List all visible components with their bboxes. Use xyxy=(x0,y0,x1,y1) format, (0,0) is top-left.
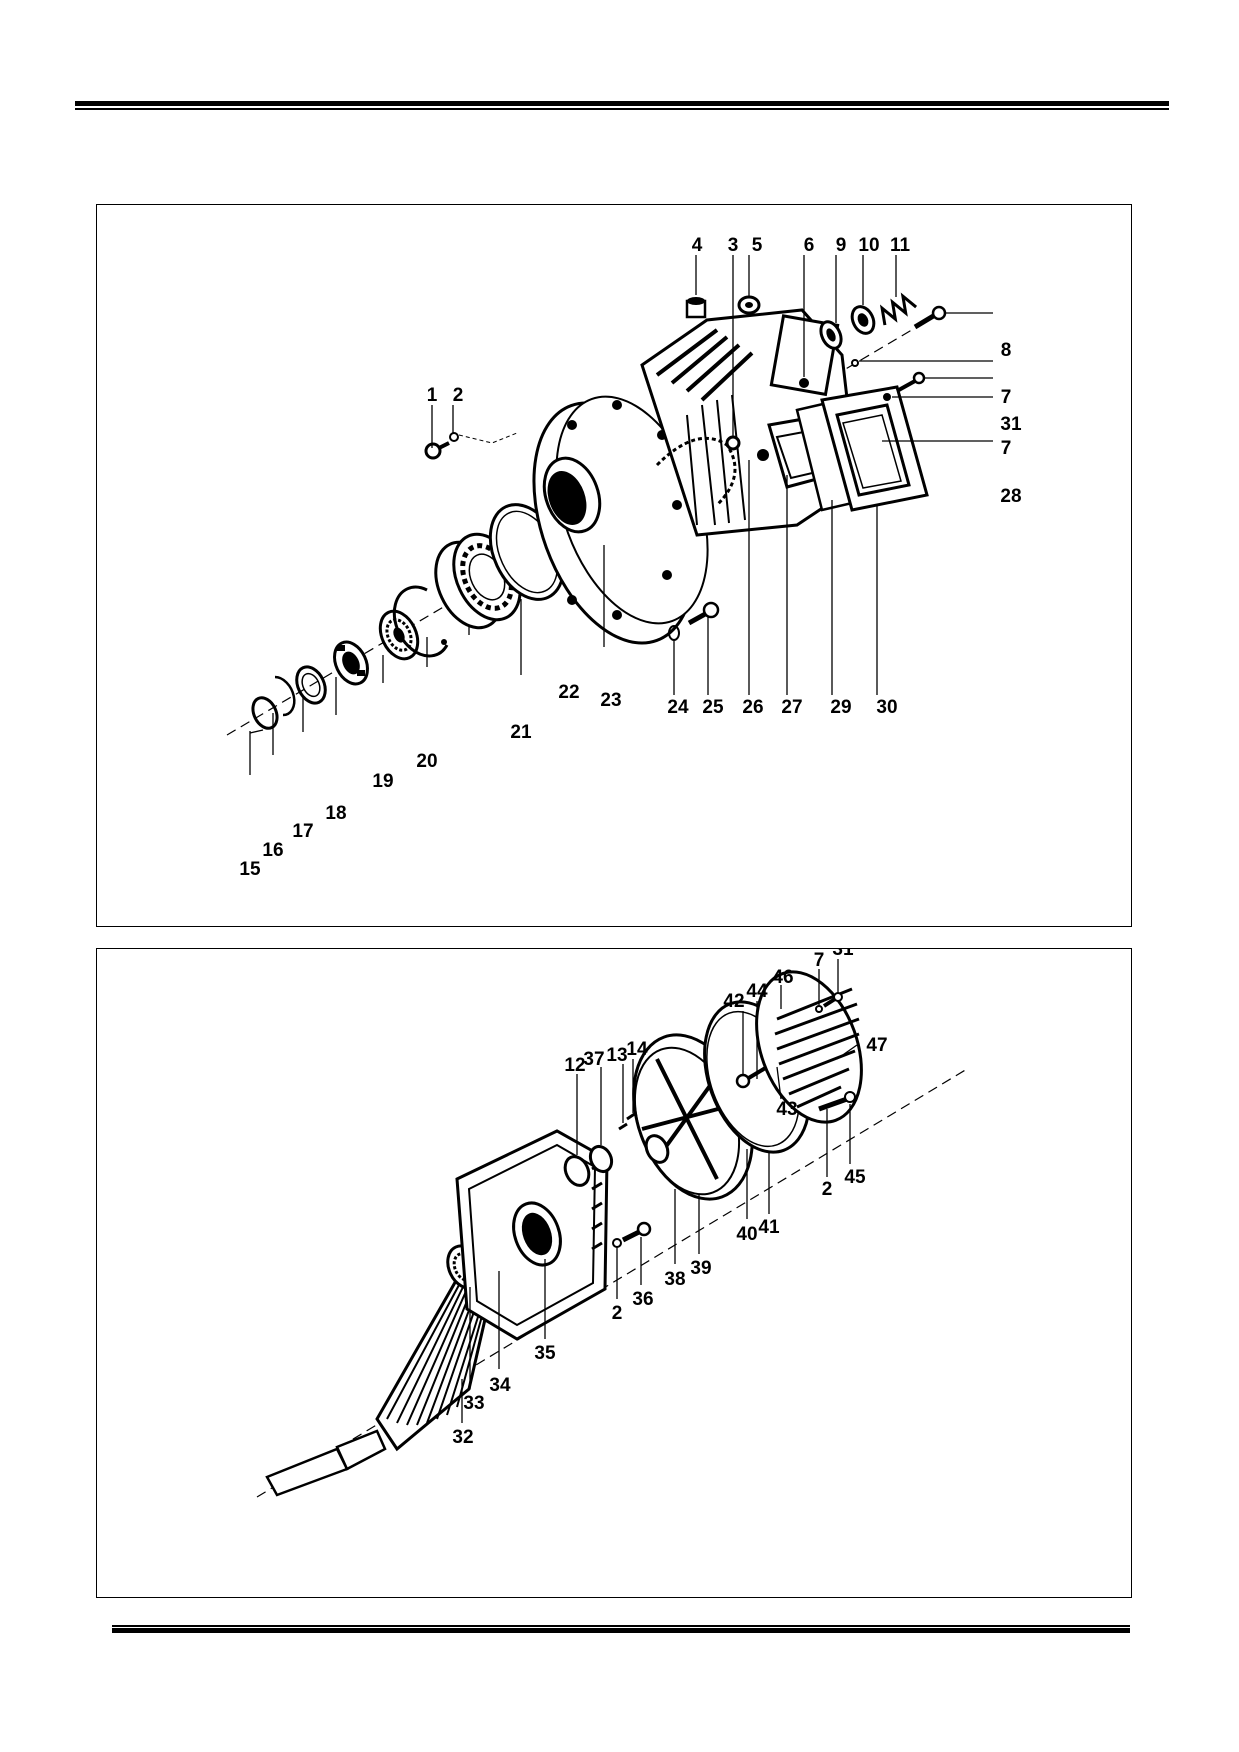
callout-41: 41 xyxy=(758,1217,780,1238)
callout-37: 37 xyxy=(583,1049,604,1070)
callout-15: 15 xyxy=(239,859,261,880)
part-12-ring xyxy=(563,1155,591,1187)
exploded-diagram-bottom: 31 7 44 46 42 47 43 45 2 41 40 39 38 14 … xyxy=(256,949,968,1498)
callout-2: 2 xyxy=(453,385,464,406)
callout-42: 42 xyxy=(723,991,744,1012)
callout-38: 38 xyxy=(664,1269,685,1290)
exploded-diagram-top: 1 2 3 4 5 6 9 10 11 8 7 31 7 28 15 16 17… xyxy=(226,235,1022,880)
callout-10: 10 xyxy=(858,235,879,256)
callout-7-upper: 7 xyxy=(1001,387,1012,408)
callout-23: 23 xyxy=(600,690,621,711)
callouts-bottom: 31 7 44 46 42 47 43 45 2 41 40 39 38 14 … xyxy=(452,949,887,1448)
part-2-washer-bottom xyxy=(612,1238,622,1248)
part-35-end-shield xyxy=(455,1129,609,1341)
exploded-diagram-bottom-panel: 31 7 44 46 42 47 43 45 2 41 40 39 38 14 … xyxy=(96,948,1132,1598)
callout-46: 46 xyxy=(772,967,793,988)
callout-34: 34 xyxy=(489,1375,511,1396)
part-20-snap-ring xyxy=(392,585,449,658)
callout-39: 39 xyxy=(690,1258,711,1279)
part-7-washer-bottom xyxy=(815,1005,823,1013)
callout-29: 29 xyxy=(830,697,851,718)
part-30-cover xyxy=(820,385,929,512)
exploded-diagram-top-panel: 1 2 3 4 5 6 9 10 11 8 7 31 7 28 15 16 17… xyxy=(96,204,1132,927)
part-38-fan-hub xyxy=(644,1134,670,1164)
callout-11: 11 xyxy=(890,235,911,256)
callout-14: 14 xyxy=(626,1039,648,1060)
part-6-small-nut xyxy=(799,378,809,388)
callout-8: 8 xyxy=(1001,340,1012,361)
callout-6: 6 xyxy=(804,235,815,256)
callout-36: 36 xyxy=(632,1289,653,1310)
callout-32: 32 xyxy=(452,1427,473,1448)
leader-lines-bottom xyxy=(461,959,858,1423)
header-rule-thin xyxy=(75,108,1169,110)
callout-5: 5 xyxy=(752,235,763,256)
callout-43: 43 xyxy=(776,1099,797,1120)
part-11-spring xyxy=(879,292,918,326)
footer-rule-thick xyxy=(112,1628,1130,1633)
part-4-plug xyxy=(685,297,707,319)
callout-7-lower: 7 xyxy=(1001,438,1012,459)
part-21-roller-bearing xyxy=(434,532,522,630)
part-45-bolt xyxy=(818,1091,856,1112)
leader-lines-top xyxy=(249,255,993,775)
part-1-screw xyxy=(424,441,450,460)
part-2-washer xyxy=(449,432,459,442)
part-10-bushing xyxy=(850,305,876,335)
part-13-pin xyxy=(618,1122,628,1131)
callout-17: 17 xyxy=(292,821,313,842)
callout-25: 25 xyxy=(702,697,724,718)
callout-33: 33 xyxy=(463,1393,484,1414)
callout-2-right: 2 xyxy=(822,1179,833,1200)
callout-13: 13 xyxy=(606,1045,627,1066)
callout-22: 22 xyxy=(558,682,579,703)
callout-45: 45 xyxy=(844,1167,866,1188)
callout-7-bottom: 7 xyxy=(814,950,825,971)
callout-3: 3 xyxy=(728,235,739,256)
callout-18: 18 xyxy=(325,803,346,824)
part-25-bolt xyxy=(687,601,720,626)
callout-1: 1 xyxy=(427,385,438,406)
part-7-washer-upper xyxy=(851,359,859,367)
part-17-washer xyxy=(295,665,327,705)
header-rule-thick xyxy=(75,101,1169,106)
callout-16: 16 xyxy=(262,840,283,861)
callout-35: 35 xyxy=(534,1343,556,1364)
callout-31-bottom: 31 xyxy=(832,949,854,960)
part-16-ring xyxy=(274,675,296,717)
part-18-slotted-nut xyxy=(333,640,369,686)
footer-rule-thin xyxy=(112,1625,1130,1627)
callout-9: 9 xyxy=(836,235,847,256)
part-36-bolt xyxy=(621,1221,652,1243)
callout-4: 4 xyxy=(692,235,703,256)
callouts-top: 1 2 3 4 5 6 9 10 11 8 7 31 7 28 15 16 17… xyxy=(239,235,1022,880)
assembly-axis-bottom xyxy=(256,1068,968,1498)
part-31-screw xyxy=(896,371,926,393)
callout-40: 40 xyxy=(736,1224,757,1245)
callout-2-left: 2 xyxy=(612,1303,623,1324)
callout-47: 47 xyxy=(866,1035,887,1056)
part-5-nut xyxy=(737,295,761,315)
callout-19: 19 xyxy=(372,771,393,792)
callout-24: 24 xyxy=(667,697,689,718)
part-8-bolt xyxy=(913,305,947,330)
callout-20: 20 xyxy=(416,751,437,772)
part-15-circlip xyxy=(251,696,279,730)
callout-21: 21 xyxy=(510,722,532,743)
callout-26: 26 xyxy=(742,697,763,718)
part-3-washer xyxy=(725,435,741,451)
callout-27: 27 xyxy=(781,697,802,718)
part-47-grille xyxy=(755,970,863,1124)
callout-12: 12 xyxy=(564,1055,585,1076)
part-9-seal xyxy=(819,320,843,350)
callout-31: 31 xyxy=(1000,414,1022,435)
callout-30: 30 xyxy=(876,697,897,718)
part-24-o-ring xyxy=(668,625,680,641)
part-37-ring xyxy=(588,1144,614,1174)
callout-44: 44 xyxy=(746,981,768,1002)
part-7-washer-lower xyxy=(883,393,891,401)
callout-28: 28 xyxy=(1000,486,1021,507)
